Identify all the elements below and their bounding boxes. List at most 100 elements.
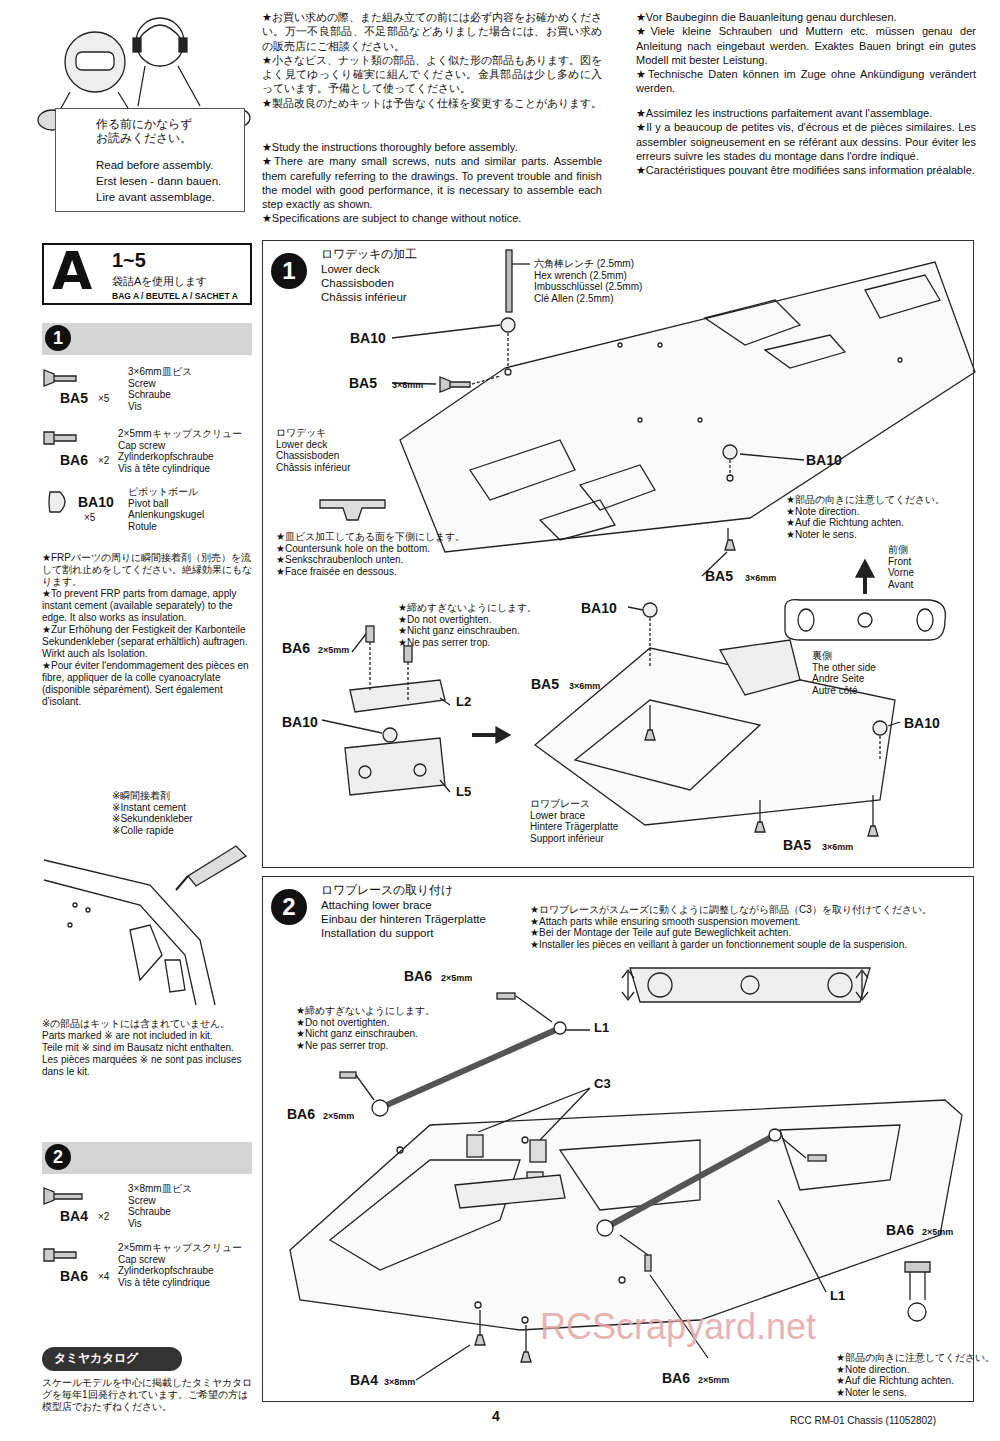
label-group: ×5: [98, 393, 109, 405]
assembly-note: ★To prevent FRP parts from damage, apply…: [42, 588, 252, 624]
part-count: ×4: [98, 1271, 109, 1283]
label-group: 3×6mm: [745, 573, 776, 583]
label-group: 3×6mm: [392, 380, 423, 390]
part-name: Zylinderkopfschraube: [118, 451, 242, 463]
label-group: 六角棒レンチ (2.5mm)Hex wrench (2.5mm)Imbussch…: [534, 258, 642, 304]
intro-note: ★小さなビス、ナット類の部品、よく似た形の部品もあります。図をよく見てゆっくり確…: [262, 53, 602, 96]
label-group: BA10: [282, 714, 318, 730]
label-group: C3: [594, 1076, 611, 1091]
node-heading: 2: [45, 1144, 71, 1170]
footer-text: RCC RM-01 Chassis (11052802): [790, 1415, 936, 1427]
part-code: BA6: [287, 1106, 315, 1122]
part-code: BA4: [350, 1372, 378, 1388]
assembly-note: ★Attach parts while ensuring smooth susp…: [530, 916, 970, 928]
label-group: ×4: [98, 1271, 109, 1283]
intro-note: ★Specifications are subject to change wi…: [262, 211, 602, 225]
intro-note: ★Technische Daten können im Zuge ohne An…: [636, 67, 976, 96]
label-group: ★部品の向きに注意してください。★Note direction.★Auf die…: [836, 1352, 995, 1398]
part-name: 3×6mm皿ビス: [128, 366, 192, 378]
label-group: ★Assimilez les instructions parfaitement…: [636, 106, 976, 177]
assembly-note: ★Note direction.: [786, 506, 945, 518]
assembly-note: ★Ne pas serrer trop.: [398, 637, 537, 649]
node-heading: 2: [271, 889, 307, 925]
part-name: L1: [594, 1020, 609, 1035]
node-text: Erst lesen - dann bauen.: [96, 175, 221, 189]
label-group: ※の部品はキットには含まれていません。Parts marked ※ are no…: [42, 1018, 252, 1078]
label-group: ★お買い求めの際、また組み立ての前には必ず内容をお確かめください。万一不良部品、…: [262, 10, 602, 110]
assembly-note: ★締めすぎないようにします。: [398, 602, 537, 614]
direction-label: Avant: [888, 579, 914, 591]
catalog-tag: タミヤカタログ: [42, 1347, 182, 1371]
part-name: L1: [830, 1288, 845, 1303]
callout-note: ※Sekundenkleber: [112, 813, 193, 825]
assembly-note: ★Installer les pièces en veillant à gard…: [530, 939, 970, 951]
label-group: ×5: [84, 512, 95, 524]
part-name: Rotule: [128, 521, 204, 533]
label-group: BA6: [287, 1106, 315, 1122]
assembly-note: ★Auf die Richtung achten.: [836, 1375, 995, 1387]
part-name: Screw: [128, 1195, 192, 1207]
dimension: 2×5mm: [318, 645, 349, 655]
dimension: 2×5mm: [323, 1111, 354, 1121]
label-group: RCC RM-01 Chassis (11052802): [790, 1415, 936, 1427]
label-group: 裏側The other sideAndre SeiteAutre côté: [812, 650, 876, 696]
assembly-note: ★Noter le sens.: [836, 1387, 995, 1399]
label-group: スケールモデルを中心に掲載したタミヤカタログを毎年1回発行されています。ご希望の…: [42, 1377, 252, 1413]
part-name: ピボットボール: [128, 486, 204, 498]
label-group: 前側FrontVorneAvant: [888, 544, 914, 590]
dimension: 3×6mm: [569, 681, 600, 691]
label-group: BA10: [904, 715, 940, 731]
part-name: 2×5mmキャップスクリュー: [118, 1242, 242, 1254]
dimension: 3×8mm: [384, 1377, 415, 1387]
part-name: Châssis inférieur: [276, 462, 350, 474]
label-group: ×2: [98, 1211, 109, 1223]
label-group: ★締めすぎないようにします。★Do not overtighten.★Nicht…: [296, 1005, 435, 1051]
tool-name: Imbusschlüssel (2.5mm): [534, 281, 642, 293]
label-group: 3×8mm: [384, 1377, 415, 1387]
intro-note: ★Caractéristiques pouvant être modifiées…: [636, 163, 976, 177]
label-group: BA6: [404, 968, 432, 984]
label-group: L5: [456, 784, 471, 799]
part-name: Lower brace: [530, 810, 618, 822]
assembly-note: ★Note direction.: [836, 1364, 995, 1376]
label-group: BA6: [886, 1222, 914, 1238]
node-text: 1~5: [112, 248, 146, 272]
direction-label: Front: [888, 556, 914, 568]
part-name: Vis à tête cylindrique: [118, 463, 242, 475]
node-text: Einbau der hinteren Trägerplatte: [321, 913, 486, 927]
part-name: 3×8mm皿ビス: [128, 1183, 192, 1195]
assembly-note: ★皿ビス加工してある面を下側にします。: [276, 531, 465, 543]
intro-note: ★There are many small screws, nuts and s…: [262, 154, 602, 211]
label-group: 3×6mm: [569, 681, 600, 691]
label-group: BA5: [783, 837, 811, 853]
part-code: BA10: [581, 600, 617, 616]
intro-note: ★お買い求めの際、また組み立ての前には必ず内容をお確かめください。万一不良部品、…: [262, 10, 602, 53]
watermark: RCScrapyard.net: [540, 1306, 816, 1348]
node-text: Attaching lower brace: [321, 899, 432, 913]
node-text: BAG A / BEUTEL A / SACHET A: [112, 291, 238, 301]
part-code: BA5: [531, 676, 559, 692]
bag-header: A1~5袋詰Aを使用しますBAG A / BEUTEL A / SACHET A: [42, 243, 252, 305]
part-name: Anlenkungskugel: [128, 509, 204, 521]
part-name: Chassisboden: [276, 450, 350, 462]
part-code: BA6: [404, 968, 432, 984]
assembly-note: ★Nicht ganz einschrauben.: [398, 625, 537, 637]
dimension: 2×5mm: [441, 973, 472, 983]
part-name: Cap screw: [118, 1254, 242, 1266]
node-text: ロワデッキの加工: [321, 247, 417, 261]
direction-label: 前側: [888, 544, 914, 556]
assembly-note: ★Senkschraubenloch unten.: [276, 554, 465, 566]
part-code: BA5: [783, 837, 811, 853]
node-text: Châssis inférieur: [321, 291, 407, 305]
direction-label: Autre côté: [812, 685, 876, 697]
part-code: BA6: [886, 1222, 914, 1238]
part-name: Lower deck: [276, 439, 350, 451]
label-group: BA10: [581, 600, 617, 616]
part-code: BA10: [806, 452, 842, 468]
label-group: ※瞬間接着剤※Instant cement※Sekundenkleber※Col…: [112, 790, 193, 836]
part-name: Cap screw: [118, 440, 242, 452]
part-name: 2×5mmキャップスクリュー: [118, 428, 242, 440]
direction-label: Vorne: [888, 567, 914, 579]
label-group: BA4: [350, 1372, 378, 1388]
label-group: BA5: [705, 568, 733, 584]
